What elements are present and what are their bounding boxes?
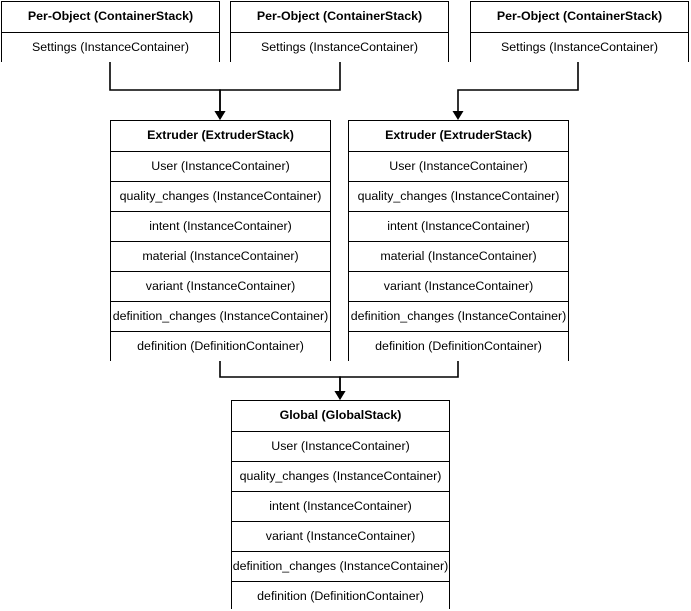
node-row: quality_changes (InstanceContainer) [349, 181, 568, 211]
node-global-stack: Global (GlobalStack)User (InstanceContai… [231, 400, 450, 611]
node-row: quality_changes (InstanceContainer) [232, 461, 449, 491]
arrow-head-icon [334, 391, 346, 400]
arrow-head-icon [452, 111, 464, 120]
node-row: User (InstanceContainer) [349, 151, 568, 181]
node-row: definition (DefinitionContainer) [232, 581, 449, 611]
arrow-head-icon [334, 391, 346, 400]
node-row: material (InstanceContainer) [349, 241, 568, 271]
node-row: intent (InstanceContainer) [349, 211, 568, 241]
node-row: definition (DefinitionContainer) [349, 331, 568, 361]
connector-per-object-3-to-extruder-2 [452, 62, 579, 120]
node-per-object-2: Per-Object (ContainerStack)Settings (Ins… [230, 1, 449, 62]
node-row: definition_changes (InstanceContainer) [349, 301, 568, 331]
node-extruder-2: Extruder (ExtruderStack)User (InstanceCo… [348, 120, 569, 361]
node-header-per-object-2: Per-Object (ContainerStack) [231, 2, 448, 32]
node-header-extruder-1: Extruder (ExtruderStack) [111, 121, 330, 151]
arrow-head-icon [214, 111, 226, 120]
node-row: Settings (InstanceContainer) [2, 32, 219, 62]
node-row: definition_changes (InstanceContainer) [232, 551, 449, 581]
node-header-per-object-1: Per-Object (ContainerStack) [2, 2, 219, 32]
connector-extruder-1-to-global-stack [219, 361, 346, 400]
node-row: intent (InstanceContainer) [111, 211, 330, 241]
node-row: variant (InstanceContainer) [111, 271, 330, 301]
node-extruder-1: Extruder (ExtruderStack)User (InstanceCo… [110, 120, 331, 361]
node-header-extruder-2: Extruder (ExtruderStack) [349, 121, 568, 151]
arrow-head-icon [214, 111, 226, 120]
connector-per-object-1-to-extruder-1 [109, 62, 226, 120]
node-row: Settings (InstanceContainer) [471, 32, 688, 62]
node-per-object-1: Per-Object (ContainerStack)Settings (Ins… [1, 1, 220, 62]
node-header-per-object-3: Per-Object (ContainerStack) [471, 2, 688, 32]
connector-extruder-2-to-global-stack [334, 361, 459, 400]
connector-per-object-2-to-extruder-1 [214, 62, 341, 120]
node-row: definition_changes (InstanceContainer) [111, 301, 330, 331]
node-header-global-stack: Global (GlobalStack) [232, 401, 449, 431]
node-row: intent (InstanceContainer) [232, 491, 449, 521]
node-row: variant (InstanceContainer) [349, 271, 568, 301]
node-row: User (InstanceContainer) [232, 431, 449, 461]
node-row: variant (InstanceContainer) [232, 521, 449, 551]
node-row: material (InstanceContainer) [111, 241, 330, 271]
node-row: definition (DefinitionContainer) [111, 331, 330, 361]
node-per-object-3: Per-Object (ContainerStack)Settings (Ins… [470, 1, 689, 62]
node-row: Settings (InstanceContainer) [231, 32, 448, 62]
node-row: quality_changes (InstanceContainer) [111, 181, 330, 211]
node-row: User (InstanceContainer) [111, 151, 330, 181]
